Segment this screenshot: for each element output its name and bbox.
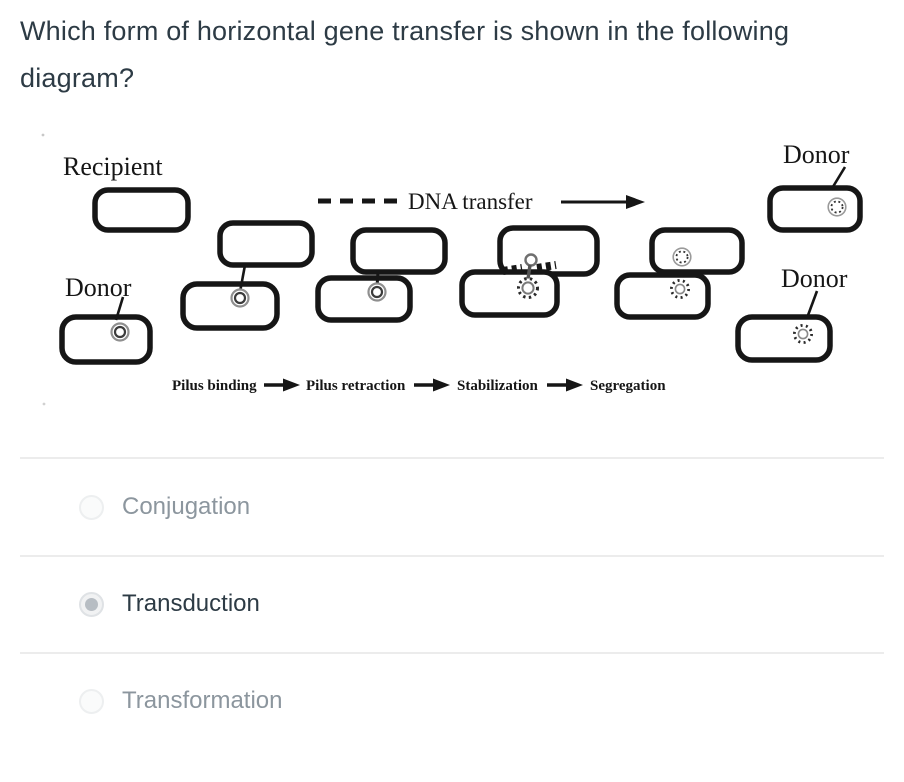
plasmid-binding-icon [230, 288, 250, 308]
plasmid-segregation-top-icon [672, 247, 692, 267]
option-label-conjugation: Conjugation [122, 493, 251, 520]
stage-arrow-icon [264, 378, 300, 392]
divider [20, 652, 884, 654]
divider [20, 457, 884, 459]
radio-transduction[interactable] [79, 591, 104, 617]
cell-donor-bottom-right [735, 314, 833, 363]
plasmid-donor-bottom-right-icon [793, 323, 814, 344]
radio-conjugation[interactable] [79, 494, 104, 520]
stage-arrow-icon [547, 378, 583, 392]
scan-speck [42, 402, 46, 406]
dna-transfer-label: DNA transfer [408, 189, 533, 214]
question-title: Which form of horizontal gene transfer i… [20, 16, 790, 93]
plasmid-segregation-bottom-icon [670, 278, 691, 299]
radio-dot [85, 501, 98, 514]
option-row-2[interactable]: Transformation [0, 679, 904, 723]
donor-left-pointer [114, 296, 125, 321]
plasmid-donor-left-icon [110, 322, 130, 342]
option-label-transformation: Transformation [122, 687, 283, 714]
stage-label-stabilization: Stabilization [457, 378, 539, 394]
cell-retraction-donor [315, 275, 413, 323]
conjugation-diagram-svg: Recipient Donor Donor Donor DNA transfer [41, 133, 863, 406]
stage-label-segregation: Segregation [590, 378, 666, 394]
cell-segregation-donor [614, 272, 711, 320]
donor-bottom-right-label: Donor [781, 264, 848, 293]
option-label-transduction: Transduction [122, 590, 260, 617]
cell-binding-donor [180, 281, 280, 331]
radio-dot [85, 695, 98, 708]
cell-binding-recipient [217, 220, 315, 268]
recipient-label: Recipient [63, 152, 163, 181]
cell-recipient [92, 187, 191, 233]
cell-retraction-recipient [350, 227, 448, 275]
plasmid-donor-top-right-icon [827, 197, 847, 217]
option-row-0[interactable]: Conjugation [0, 485, 904, 529]
donor-top-right-pointer [829, 166, 847, 191]
donor-bottom-right-pointer [805, 290, 819, 319]
radio-transformation[interactable] [79, 688, 104, 714]
donor-left-label: Donor [65, 273, 132, 302]
divider [20, 555, 884, 557]
stage-arrow-icon [414, 378, 450, 392]
radio-dot [85, 597, 98, 611]
cell-donor-left [59, 314, 153, 365]
scan-speck [41, 133, 45, 137]
option-row-1[interactable]: Transduction [0, 582, 904, 626]
stage-label-pilus-binding: Pilus binding [172, 378, 257, 394]
cell-donor-top-right [767, 185, 863, 233]
conjugation-diagram: Recipient Donor Donor Donor DNA transfer [0, 125, 904, 415]
cell-stabilization-donor [459, 269, 560, 318]
plasmid-retraction-icon [367, 282, 387, 302]
pilus-binding-line [238, 264, 247, 293]
stage-label-pilus-retraction: Pilus retraction [306, 378, 406, 394]
cells-group [59, 185, 863, 365]
donor-top-right-label: Donor [783, 140, 850, 169]
dna-transfer-arrow-icon [561, 195, 645, 209]
cell-segregation-recipient [649, 227, 745, 275]
stabilization-junction-icon [502, 253, 557, 299]
